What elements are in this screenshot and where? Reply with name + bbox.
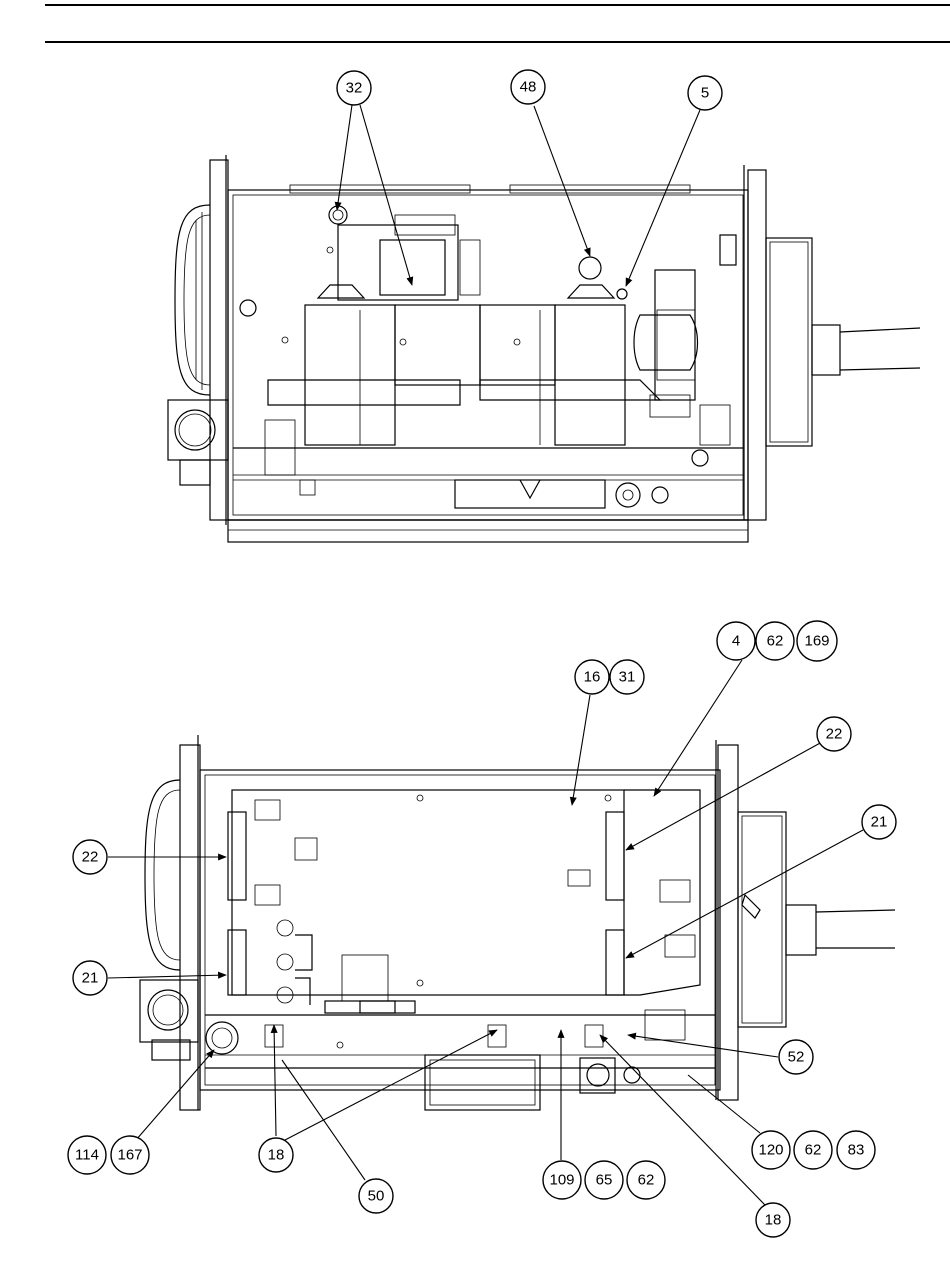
callout-167: 167 [111,1136,149,1174]
svg-text:167: 167 [117,1147,142,1164]
svg-text:48: 48 [520,79,537,96]
bottom-view-leaders [108,660,863,1205]
callout-21-right: 21 [862,805,896,839]
callout-16: 16 [575,660,609,694]
svg-text:22: 22 [826,726,843,743]
callout-31: 31 [610,660,644,694]
callout-18-left: 18 [259,1138,293,1172]
top-view-leaders [337,105,700,286]
callout-48: 48 [511,70,545,104]
svg-text:62: 62 [805,1142,822,1159]
callout-4: 4 [717,622,755,660]
callout-52: 52 [779,1040,813,1074]
callout-62-bottom: 62 [627,1161,665,1199]
callout-62-top: 62 [756,622,794,660]
svg-text:52: 52 [788,1049,805,1066]
callout-109: 109 [543,1161,581,1199]
callout-50: 50 [359,1179,393,1213]
callout-22-right: 22 [817,717,851,751]
svg-text:21: 21 [871,814,888,831]
callout-169: 169 [797,621,837,661]
callout-120: 120 [752,1131,790,1169]
svg-text:65: 65 [596,1172,613,1189]
svg-text:4: 4 [732,633,740,650]
callout-22-left: 22 [73,840,107,874]
svg-text:18: 18 [765,1212,782,1229]
callout-18-right: 18 [756,1203,790,1237]
svg-text:120: 120 [758,1142,783,1159]
callout-21-left: 21 [73,961,107,995]
svg-text:22: 22 [82,849,99,866]
callout-114: 114 [68,1136,106,1174]
top-view-assembly [168,155,920,542]
svg-text:62: 62 [767,633,784,650]
svg-text:18: 18 [268,1147,285,1164]
svg-text:50: 50 [368,1188,385,1205]
svg-text:16: 16 [584,669,601,686]
svg-text:114: 114 [75,1147,99,1164]
svg-text:21: 21 [82,970,99,987]
callout-32: 32 [337,71,371,105]
svg-text:5: 5 [701,85,709,102]
svg-text:169: 169 [804,633,829,650]
svg-text:62: 62 [638,1172,655,1189]
callout-83: 83 [837,1131,875,1169]
callout-65: 65 [585,1161,623,1199]
svg-text:32: 32 [346,80,363,97]
callout-5: 5 [688,76,722,110]
svg-text:31: 31 [619,669,636,686]
svg-text:109: 109 [549,1172,574,1189]
callout-62-right: 62 [794,1131,832,1169]
svg-text:83: 83 [848,1142,865,1159]
